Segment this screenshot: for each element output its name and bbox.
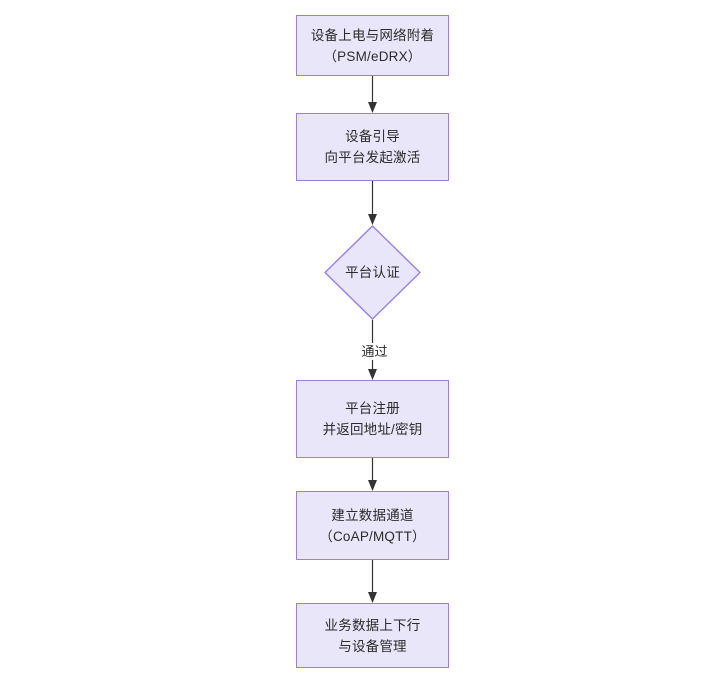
edge-n5-n6 [368,560,377,603]
node-device-power-on[interactable]: 设备上电与网络附着 （PSM/eDRX） [296,15,449,76]
node-line: （CoAP/MQTT） [319,528,426,544]
node-platform-register[interactable]: 平台注册 并返回地址/密钥 [296,380,449,458]
node-line: 平台注册 [345,401,400,416]
node-line: 业务数据上下行 [324,617,421,633]
diamond-shape [324,225,421,320]
node-line: 并返回地址/密钥 [322,422,423,437]
node-line: （PSM/eDRX） [323,48,422,64]
node-line: 向平台发起激活 [324,150,421,165]
node-device-bootstrap[interactable]: 设备引导 向平台发起激活 [296,113,449,181]
node-business-data-and-device-management[interactable]: 业务数据上下行 与设备管理 [296,603,449,668]
node-line: 平台认证 [345,265,400,280]
node-line: 与设备管理 [338,638,407,654]
edge-n4-n5 [368,458,377,491]
node-line: 设备上电与网络附着 [310,27,435,43]
edge-n2-n3 [368,181,377,225]
edge-label-pass: 通过 [355,343,394,360]
node-platform-auth-decision[interactable]: 平台认证 [324,225,421,320]
edge-n1-n2 [368,76,377,113]
node-establish-data-channel[interactable]: 建立数据通道 （CoAP/MQTT） [296,491,449,560]
node-line: 设备引导 [345,129,400,144]
node-line: 建立数据通道 [331,507,414,523]
